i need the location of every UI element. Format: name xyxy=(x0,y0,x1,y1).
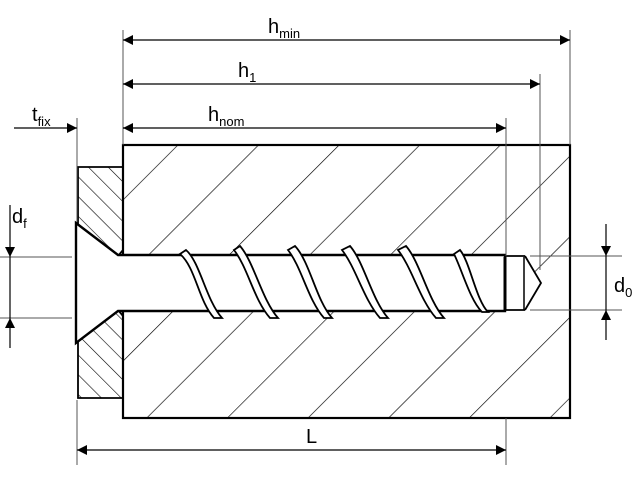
label-d-f: df xyxy=(12,206,27,231)
dimension-lines xyxy=(4,35,611,455)
label-d-0: d0 xyxy=(614,275,632,300)
label-h-1: h1 xyxy=(238,60,256,85)
label-h-nom: hnom xyxy=(208,104,244,129)
screw-threads xyxy=(178,244,491,319)
label-h-min: hmin xyxy=(268,16,300,41)
label-l: L xyxy=(306,426,317,448)
label-t-fix: tfix xyxy=(32,104,51,129)
screw-anchor xyxy=(74,220,543,346)
